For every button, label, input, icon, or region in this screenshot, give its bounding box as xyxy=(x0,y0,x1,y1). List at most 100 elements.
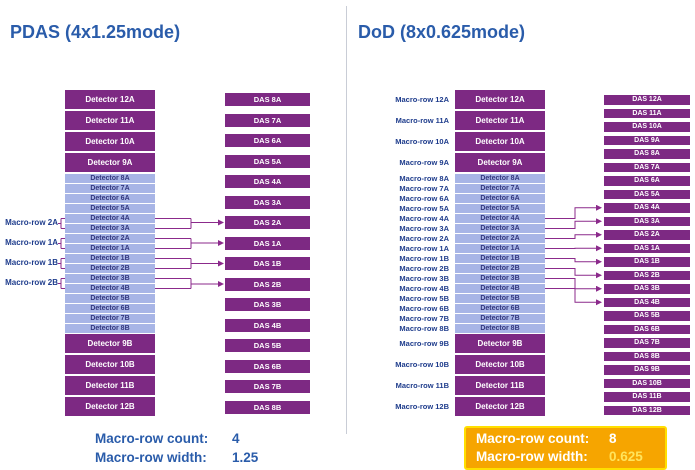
detector-box: Detector 8A xyxy=(455,174,545,183)
macro-row-label: Macro-row 4B xyxy=(399,283,449,293)
left-summary: Macro-row count: 4 Macro-row width: 1.25 xyxy=(95,429,258,467)
macro-row-label: Macro-row 4A xyxy=(399,213,449,223)
macro-row-label: Macro-row 2A xyxy=(399,233,449,243)
detector-box: Detector 10A xyxy=(455,132,545,151)
das-box: DAS 3B xyxy=(225,298,310,311)
detector-box: Detector 10A xyxy=(65,132,155,151)
das-box: DAS 2B xyxy=(604,270,690,280)
detector-box: Detector 4B xyxy=(65,284,155,293)
das-box: DAS 3B xyxy=(604,284,690,294)
das-box: DAS 7B xyxy=(604,338,690,348)
macro-row-label: Macro-row 1B xyxy=(5,257,58,267)
macro-row-label: Macro-row 11A xyxy=(395,115,449,125)
das-box: DAS 12B xyxy=(604,405,690,415)
detector-box: Detector 7A xyxy=(65,184,155,193)
detector-box: Detector 12B xyxy=(65,397,155,416)
detector-box: Detector 8B xyxy=(455,324,545,333)
das-box: DAS 7A xyxy=(604,162,690,172)
connector-line xyxy=(545,268,602,279)
das-box: DAS 4A xyxy=(225,175,310,188)
detector-box: Detector 12A xyxy=(65,90,155,109)
detector-box: Detector 6A xyxy=(455,194,545,203)
das-box: DAS 8B xyxy=(604,351,690,361)
das-box: DAS 7A xyxy=(225,113,310,127)
detector-box: Detector 10B xyxy=(65,355,155,374)
das-box: DAS 4B xyxy=(604,297,690,307)
das-box: DAS 8B xyxy=(225,400,310,414)
macro-row-width-row: Macro-row width: 0.625 xyxy=(476,448,665,466)
detector-box: Detector 8A xyxy=(65,174,155,183)
detector-box: Detector 4A xyxy=(65,214,155,223)
das-box: DAS 1B xyxy=(604,257,690,267)
detector-box: Detector 2B xyxy=(455,264,545,273)
detector-box: Detector 12A xyxy=(455,90,545,109)
macro-row-label: Macro-row 1A xyxy=(399,243,449,253)
detector-box: Detector 7A xyxy=(455,184,545,193)
detector-box: Detector 3A xyxy=(65,224,155,233)
connector-line xyxy=(545,204,602,219)
connector-line xyxy=(545,278,602,292)
detector-box: Detector 3A xyxy=(455,224,545,233)
macro-row-count-value: 8 xyxy=(609,431,617,446)
detector-box: Detector 9B xyxy=(455,334,545,353)
das-box: DAS 10B xyxy=(604,378,690,388)
das-box: DAS 3A xyxy=(225,195,310,209)
detector-box: Detector 12B xyxy=(455,397,545,416)
macro-row-label: Macro-row 2B xyxy=(399,263,449,273)
macro-row-label: Macro-row 7A xyxy=(399,183,449,193)
macro-row-count-value: 4 xyxy=(232,431,240,446)
das-box: DAS 2A xyxy=(604,230,690,240)
detector-box: Detector 11B xyxy=(65,376,155,395)
das-box: DAS 8A xyxy=(604,149,690,159)
macro-row-width-value: 1.25 xyxy=(232,450,259,465)
das-box: DAS 1A xyxy=(225,236,310,250)
detector-box: Detector 2A xyxy=(65,234,155,243)
detector-box: Detector 5B xyxy=(455,294,545,303)
connector-line xyxy=(545,288,602,306)
macro-row-label: Macro-row 2B xyxy=(5,277,58,287)
detector-box: Detector 10B xyxy=(455,355,545,374)
das-box: DAS 9B xyxy=(604,365,690,375)
detector-box: Detector 9A xyxy=(65,153,155,172)
macro-row-width-label: Macro-row width: xyxy=(95,450,207,465)
das-box: DAS 8A xyxy=(225,93,310,106)
macro-row-width-row: Macro-row width: 1.25 xyxy=(95,448,258,467)
das-box: DAS 5A xyxy=(225,154,310,168)
das-box: DAS 6B xyxy=(225,359,310,373)
das-box: DAS 12A xyxy=(604,95,690,105)
das-box: DAS 6B xyxy=(604,324,690,334)
detector-box: Detector 3B xyxy=(65,274,155,283)
macro-row-count-row: Macro-row count: 8 xyxy=(476,430,665,448)
das-box: DAS 5B xyxy=(604,311,690,321)
detector-box: Detector 6B xyxy=(65,304,155,313)
detector-box: Detector 4B xyxy=(455,284,545,293)
detector-box: Detector 7B xyxy=(65,314,155,323)
das-box: DAS 9A xyxy=(604,135,690,145)
detector-box: Detector 3B xyxy=(455,274,545,283)
connector-line xyxy=(545,218,602,229)
macro-row-label: Macro-row 8B xyxy=(399,323,449,333)
macro-row-width-value: 0.625 xyxy=(609,449,643,464)
macro-row-count-label: Macro-row count: xyxy=(95,431,209,446)
macro-row-count-label: Macro-row count: xyxy=(476,431,590,446)
detector-box: Detector 5B xyxy=(65,294,155,303)
connector-line xyxy=(545,231,602,239)
detector-box: Detector 7B xyxy=(455,314,545,323)
macro-row-label: Macro-row 5B xyxy=(399,293,449,303)
detector-box: Detector 5A xyxy=(455,204,545,213)
macro-row-width-label: Macro-row width: xyxy=(476,449,588,464)
das-box: DAS 11B xyxy=(604,392,690,402)
macro-row-label: Macro-row 10A xyxy=(395,136,449,146)
detector-box: Detector 2B xyxy=(65,264,155,273)
das-box: DAS 10A xyxy=(604,122,690,132)
detector-box: Detector 6A xyxy=(65,194,155,203)
macro-row-label: Macro-row 9A xyxy=(399,157,449,167)
detector-box: Detector 4A xyxy=(455,214,545,223)
detector-box: Detector 9A xyxy=(455,153,545,172)
das-box: DAS 3A xyxy=(604,216,690,226)
das-box: DAS 2A xyxy=(225,216,310,229)
macro-row-label: Macro-row 12A xyxy=(395,94,449,104)
macro-row-label: Macro-row 3A xyxy=(399,223,449,233)
macro-row-label: Macro-row 9B xyxy=(399,338,449,348)
das-box: DAS 11A xyxy=(604,108,690,118)
